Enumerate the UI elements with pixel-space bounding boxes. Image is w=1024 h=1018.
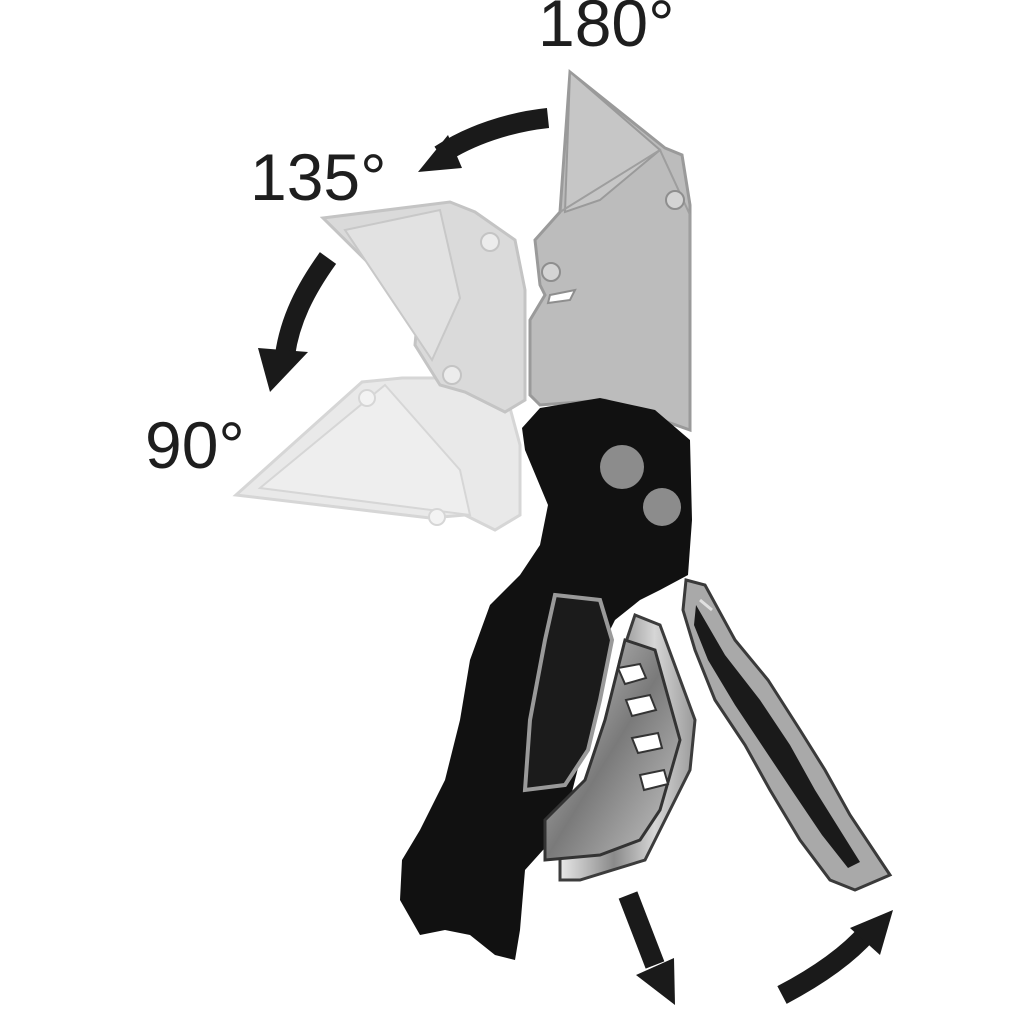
straight-arrow-icon xyxy=(618,891,675,1005)
angle-label-180: 180° xyxy=(538,0,675,60)
curved-arrow-icon xyxy=(258,252,337,392)
blade-position-180 xyxy=(528,69,692,433)
angle-label-135: 135° xyxy=(250,140,387,214)
curved-arrow-icon xyxy=(418,108,550,172)
spare-blades xyxy=(543,613,697,882)
angle-label-90: 90° xyxy=(145,408,245,482)
blade-storage-cover xyxy=(681,578,893,892)
blade-position-135 xyxy=(319,200,527,414)
curved-arrow-icon xyxy=(777,910,893,1004)
knife-handle xyxy=(400,398,692,960)
blade-position-90 xyxy=(232,376,522,532)
